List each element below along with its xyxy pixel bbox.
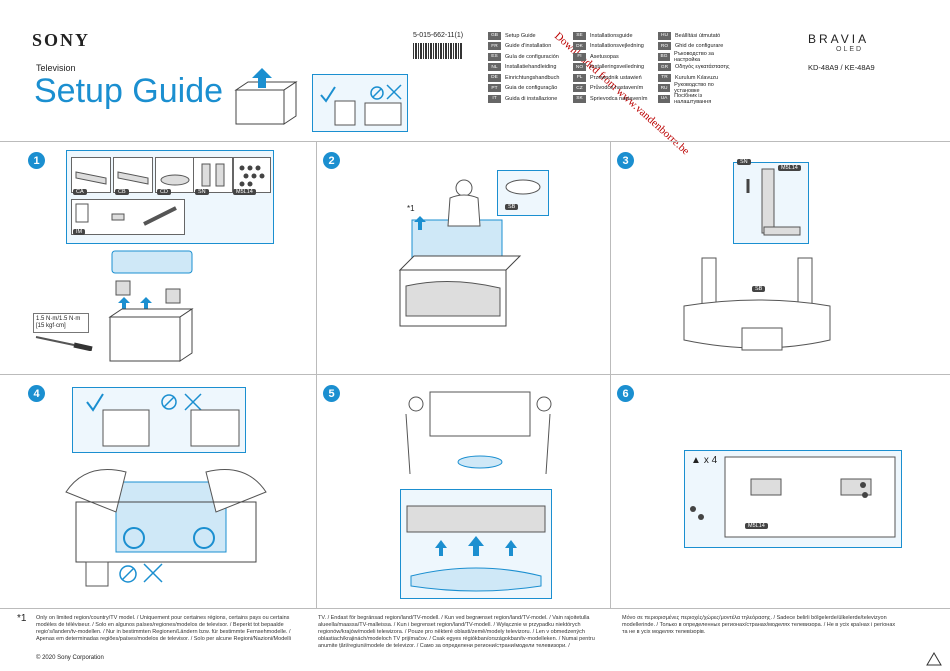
language-name: Guide d'installation [505,43,552,49]
language-name: Guía de configuración [505,53,559,60]
product-line: BRAVIA [808,32,870,46]
sn-detail-panel: SN M5L14 [733,159,809,244]
part-number: 5-015-662-11(1) [413,32,464,39]
step4-illustration [65,469,267,563]
part-sn [193,157,233,193]
part-label: M5L14 [745,523,768,529]
language-name: Guida di installazione [505,95,558,102]
footnote-text: Μόνο σε περιορισμένες περιοχές/χώρες/μον… [622,615,896,635]
divider [316,141,317,608]
language-name: Beállítási útmutató [675,32,721,39]
brand-logo: SONY [32,30,91,50]
language-name: Посібник із налаштування [674,92,712,105]
language-name: Kurulum Kılavuzu [675,74,719,81]
divider [610,141,611,608]
language-name: Einrichtungshandbuch [505,74,560,81]
part-label: SB [505,204,519,210]
torque-spec: 1.5 N·m/1.5 N·m [15 kgf·cm] [33,313,89,333]
barcode [413,43,463,59]
language-name: Przewodnik ustawień [590,74,642,81]
stand-detail-panel [400,489,552,599]
handling-panel [72,387,246,453]
language-name: Ghid de configurare [675,43,724,49]
part-label: SN [737,159,751,165]
language-name: Asetusopas [590,53,619,60]
part-label: SB [752,286,766,292]
step1-illustration [108,250,194,362]
page-title: Setup Guide [34,72,224,110]
step2-illustration [398,179,522,327]
sb-detail-panel: SB [497,170,549,216]
step-number: 6 [617,385,634,402]
language-name: Ръководство за настройка [673,50,714,63]
language-name: Sprievodca nastavením [590,95,648,102]
part-label: SN [195,189,209,195]
category-label: Television [36,63,76,73]
part-label: M5L14 [233,189,256,195]
language-name: Průvodce nastavením [590,85,644,91]
step-number: 1 [28,152,45,169]
handling-panel [312,74,408,132]
model-numbers: KD-48A9 / KE-48A9 [808,63,875,72]
part-m5l14 [233,157,271,193]
unpack-box-illustration [234,68,298,125]
part-cd [155,157,195,193]
step-number: 3 [617,152,634,169]
divider [0,141,950,142]
screw-detail-panel: ▲ x 4 M5L14 [684,450,902,548]
part-label: IM [73,229,86,235]
copyright: © 2020 Sony Corporation [36,655,104,661]
divider [0,374,950,375]
footnote-marker: *1 [17,613,27,624]
divider [0,608,950,609]
step5-illustration [405,391,552,475]
part-label: CD [157,189,171,195]
step-number: 2 [323,152,340,169]
step-number: 4 [28,385,45,402]
language-name: Οδηγός εγκατάστασης [675,64,730,70]
language-name: Installeringsveiledning [590,64,645,70]
language-name: Руководство по установке [674,82,714,94]
part-cb [113,157,153,193]
part-label: M5L14 [778,165,801,171]
quantity-label: ▲ x 4 [691,455,718,466]
recycle-icon [926,652,942,666]
language-name: Guia de configuração [505,85,558,91]
up-arrow-icon: ▲ [691,455,701,466]
accessories-box [71,199,185,235]
part-label: CB [115,189,129,195]
language-name: Setup Guide [505,32,536,39]
product-subline: OLED [836,46,864,53]
footnote-marker: *1 [407,204,415,213]
footnote-text: Only on limited region/country/TV model.… [36,615,291,642]
part-ca [71,157,111,193]
parts-panel: CA CB CD SN M5L14 IM [66,150,274,244]
language-name: Installationsvejledning [590,43,644,49]
footnote-text: TV. / Endast för begränsad region/land/T… [318,615,595,649]
language-name: Installatiehandleiding [505,64,557,70]
step3-illustration [683,257,831,351]
step-number: 5 [323,385,340,402]
no-handle-warning [85,561,163,587]
screwdriver-icon [35,336,93,351]
part-label: CA [73,189,87,195]
language-name: Installationsguide [590,32,633,39]
